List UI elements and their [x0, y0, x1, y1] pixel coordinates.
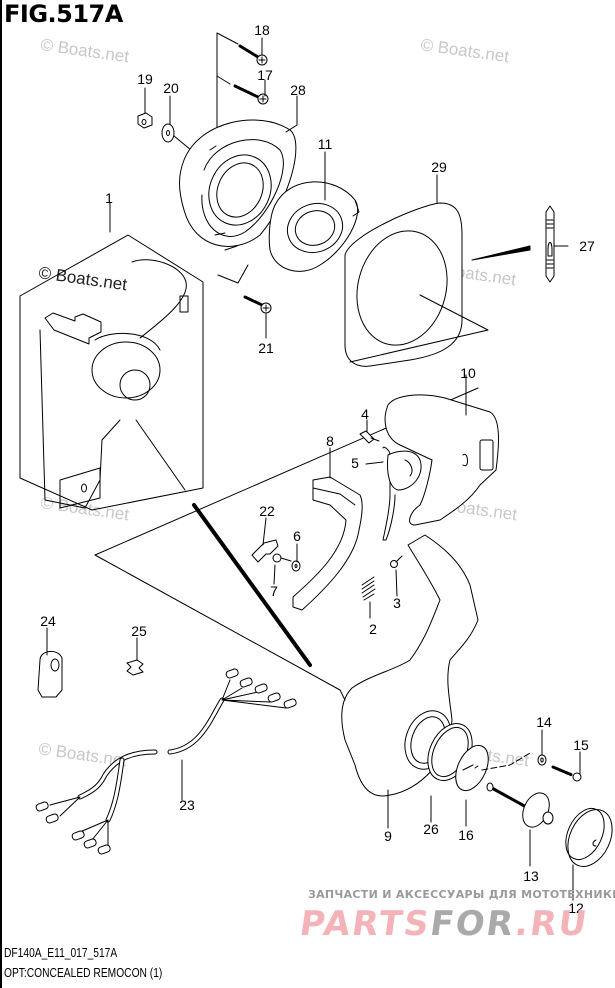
promo-logo-for: FOR: [427, 904, 519, 944]
part-14-washer: [537, 754, 547, 766]
control-cable: [192, 503, 312, 667]
watermark-boats-5: © Boats.net: [39, 493, 130, 524]
promo-tagline: ЗАПЧАСТИ И АКСЕССУАРЫ ДЛЯ МОТОТЕХНИКИ: [308, 888, 615, 901]
callout-17: 17: [257, 67, 273, 83]
callout-4: 4: [361, 406, 369, 422]
callout-13: 13: [523, 868, 539, 884]
part-3-bolt: [390, 555, 403, 568]
part-10-lever-cover: [384, 394, 499, 526]
callout-7: 7: [270, 583, 278, 599]
part-1-remote-control-frame: [19, 202, 204, 511]
part-4-bolt: [359, 430, 380, 444]
callout-28: 28: [290, 82, 306, 98]
callout-24: 24: [40, 613, 56, 629]
part-19-nut: [137, 112, 153, 129]
part-13-shaft: [486, 782, 554, 828]
callout-21: 21: [258, 340, 274, 356]
assembly-axis-line: [481, 752, 531, 771]
callout-numbers: 1 2 3 4 5 6 7 8 9 10 11 12 13 14 15 16 1…: [40, 22, 595, 916]
part-23-wire-harness: [35, 668, 297, 855]
left-border: [0, 0, 2, 988]
part-15-screw: [551, 765, 582, 782]
part-11-ring: [268, 181, 360, 272]
part-2-spring: [361, 576, 376, 601]
callout-5: 5: [351, 455, 359, 471]
callout-27: 27: [579, 238, 595, 254]
callout-15: 15: [573, 737, 589, 753]
callout-19: 19: [137, 71, 153, 87]
leader-line-1: [135, 419, 186, 491]
part-8-lever: [292, 476, 363, 611]
callout-25: 25: [131, 623, 147, 639]
watermark-boats-1: © Boats.net: [39, 35, 130, 66]
figure-code: DF140A_E11_017_517A: [4, 946, 118, 960]
part-25-clip: [126, 659, 144, 676]
callout-2: 2: [369, 621, 377, 637]
figure-description: OPT:CONCEALED REMOCON (1): [4, 966, 163, 980]
part-29-gasket: [344, 202, 489, 367]
promo-logo-ru: .RU: [512, 904, 591, 944]
part-7-bolt: [272, 553, 292, 563]
figure-title: FIG.517A: [4, 0, 123, 28]
part-17-screw: [233, 84, 269, 105]
callout-20: 20: [163, 80, 179, 96]
callout-9: 9: [384, 828, 392, 844]
part-16-plate: [455, 744, 489, 792]
part-5-bracket: [382, 446, 422, 541]
callout-16: 16: [458, 827, 474, 843]
part-6-washer: [291, 560, 301, 572]
leader-lines: [46, 37, 581, 901]
callout-22: 22: [259, 503, 275, 519]
callout-23: 23: [179, 797, 195, 813]
callout-18: 18: [254, 22, 270, 38]
part-12-cap: [565, 807, 613, 867]
part-20-washer: [161, 123, 192, 151]
part-18-screw: [238, 44, 268, 66]
part-24-end-fitting: [37, 651, 63, 698]
callout-6: 6: [293, 528, 301, 544]
callout-1: 1: [105, 190, 113, 206]
promo-logo: PARTSFOR.RU: [297, 904, 591, 944]
promo-logo-parts: PARTS: [297, 904, 434, 944]
part-27-clip: [471, 205, 569, 283]
callout-3: 3: [393, 595, 401, 611]
watermark-boats-2: © Boats.net: [419, 35, 510, 66]
callout-26: 26: [423, 821, 439, 837]
callout-11: 11: [318, 136, 333, 152]
callout-8: 8: [326, 433, 334, 449]
callout-12: 12: [568, 900, 584, 916]
part-21-screw: [217, 264, 272, 314]
callout-10: 10: [460, 365, 476, 381]
part-22-clip: [251, 539, 279, 563]
callout-29: 29: [431, 159, 447, 175]
callout-14: 14: [536, 714, 552, 730]
